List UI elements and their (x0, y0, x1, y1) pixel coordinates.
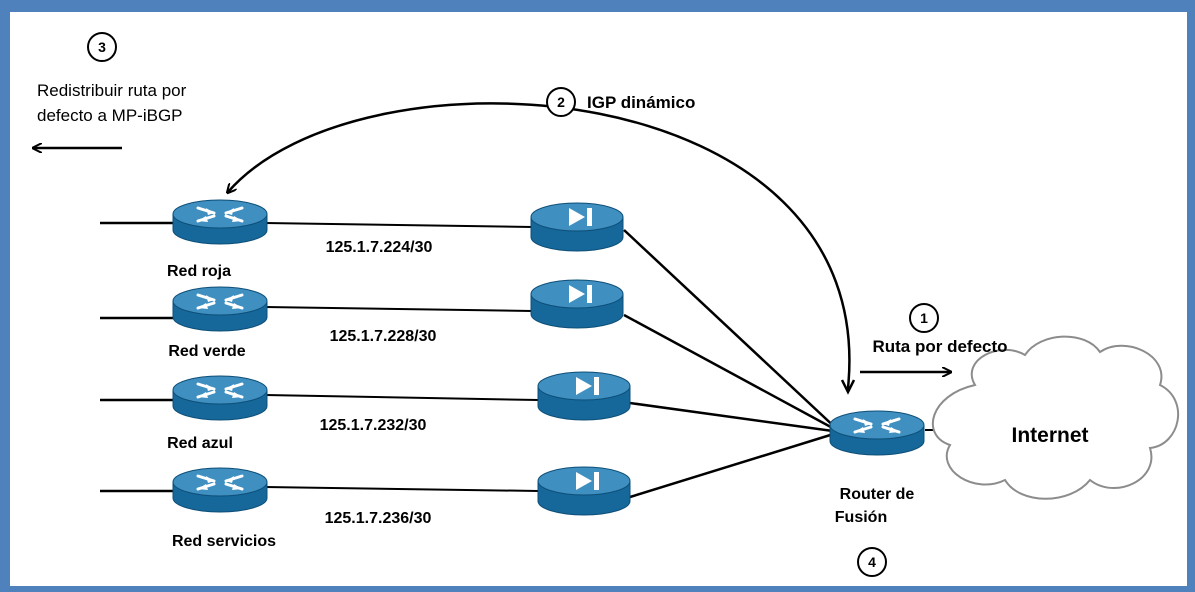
subnet-label-servicios: 125.1.7.236/30 (325, 510, 432, 527)
firewall-icon (537, 466, 631, 516)
step-1-badge (909, 303, 939, 333)
router-icon (171, 198, 269, 246)
network-label-roja: Red roja (167, 263, 231, 280)
step-2-badge (546, 87, 576, 117)
network-label-azul: Red azul (167, 435, 233, 452)
step-3-number: 3 (98, 39, 106, 55)
router-icon (171, 374, 269, 422)
link-fw3-fusion (629, 401, 841, 434)
network-label-verde: Red verde (168, 343, 245, 360)
step-1-number: 1 (920, 310, 928, 326)
step-3-text-line1: Redistribuir ruta por (37, 81, 187, 100)
network-label-servicios: Red servicios (172, 533, 276, 550)
link-fw4-fusion (629, 430, 841, 499)
fusion-router-label-line1: Router de (840, 486, 915, 503)
step-4-number: 4 (868, 554, 876, 570)
firewall-icon (530, 279, 624, 329)
step-2-number: 2 (557, 94, 565, 110)
internet-cloud-icon (931, 335, 1179, 500)
link-roja-fw (264, 222, 533, 228)
subnet-label-verde: 125.1.7.228/30 (330, 328, 437, 345)
link-fw2-fusion (623, 313, 841, 434)
fusion-router-label-line2: Fusión (835, 509, 887, 526)
igp-arrow (228, 102, 851, 389)
step-1-text: Ruta por defecto (872, 337, 1007, 356)
step-3-text-line2: defecto a MP-iBGP (37, 106, 183, 125)
firewall-icon (537, 371, 631, 421)
subnet-label-azul: 125.1.7.232/30 (320, 417, 427, 434)
link-fw1-fusion (623, 229, 841, 433)
internet-label: Internet (1011, 424, 1088, 447)
link-servicios-fw (264, 486, 539, 492)
link-verde-fw (264, 306, 533, 312)
step-2-text: IGP dinámico (587, 93, 695, 112)
router-icon (171, 466, 269, 514)
firewall-icon (530, 202, 624, 252)
igp-arrow-head-fusion (840, 379, 856, 395)
router-icon (828, 409, 926, 457)
step-4-badge (857, 547, 887, 577)
link-azul-fw (264, 394, 539, 401)
step-3-badge (87, 32, 117, 62)
subnet-label-roja: 125.1.7.224/30 (326, 239, 433, 256)
router-icon (171, 285, 269, 333)
